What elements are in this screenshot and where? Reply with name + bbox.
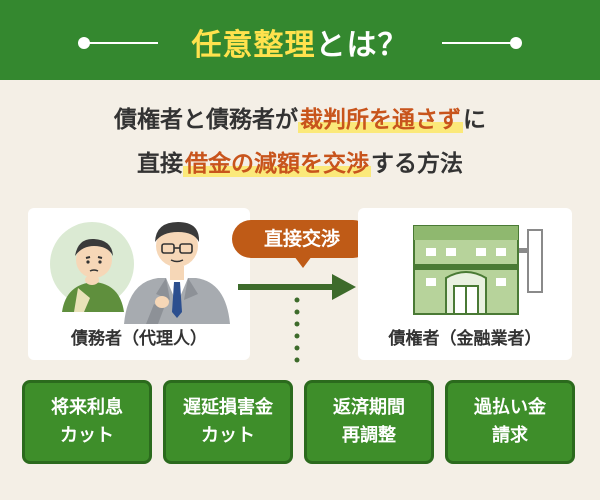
title-rest: とは？: [315, 28, 409, 63]
option-future-interest-cut: 将来利息 カット: [22, 380, 152, 464]
option-line-2: 再調整: [342, 425, 396, 446]
bank-building-icon: [413, 225, 543, 315]
option-line-2: カット: [60, 425, 114, 446]
header-banner: 任意整理とは？: [0, 0, 600, 80]
creditor-card: 債権者（金融業者）: [358, 208, 572, 360]
page-title: 任意整理とは？: [0, 20, 600, 64]
description-text: 債権者と債務者が: [114, 107, 298, 133]
option-late-fee-cut: 遅延損害金 カット: [163, 380, 293, 464]
debtor-card: 債務者（代理人）: [28, 208, 250, 360]
option-line-2: カット: [201, 425, 255, 446]
description-text: 直接: [137, 151, 183, 177]
option-line-2: 請求: [492, 425, 528, 446]
dotted-connector: [294, 297, 300, 363]
description-line-2: 直接借金の減額を交渉する方法: [0, 144, 600, 178]
option-line-1: 過払い金: [474, 397, 546, 418]
header-decoration-left: [78, 37, 158, 49]
option-line-1: 遅延損害金: [183, 397, 273, 418]
worried-person-icon: [62, 238, 124, 312]
title-main: 任意整理: [191, 28, 316, 63]
debtor-label: 債務者（代理人）: [71, 329, 207, 349]
option-line-1: 返済期間: [333, 397, 405, 418]
description-text: する方法: [371, 151, 463, 177]
negotiation-arrow-icon: [238, 274, 356, 300]
creditor-label: 債権者（金融業者）: [388, 329, 542, 349]
description-line-1: 債権者と債務者が裁判所を通さずに: [0, 100, 600, 134]
negotiation-badge: 直接交渉: [232, 220, 372, 268]
option-line-1: 将来利息: [51, 397, 123, 418]
option-repayment-reschedule: 返済期間 再調整: [304, 380, 434, 464]
description-text: に: [463, 107, 486, 133]
header-decoration-right: [442, 37, 522, 49]
description-highlight: 裁判所を通さず: [298, 107, 463, 133]
description-highlight: 借金の減額を交渉: [183, 151, 371, 177]
option-overpayment-claim: 過払い金 請求: [445, 380, 575, 464]
lawyer-icon: [124, 222, 230, 324]
debtor-illustration: [50, 222, 230, 324]
